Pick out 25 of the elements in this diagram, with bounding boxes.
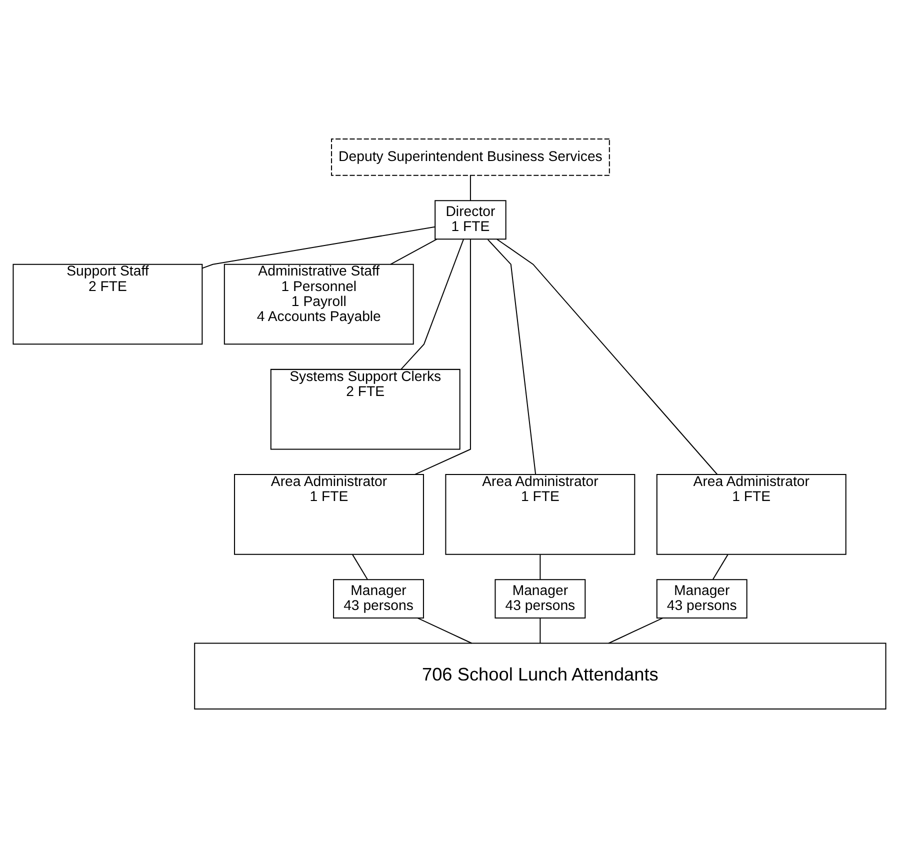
- connector: [352, 554, 368, 580]
- connector: [496, 238, 718, 475]
- connector: [414, 239, 470, 475]
- connector: [202, 226, 434, 269]
- node-box: Deputy Superintendent Business Services: [330, 138, 610, 176]
- node-box: Area Administrator 1 FTE: [444, 474, 635, 555]
- connector: [390, 238, 437, 265]
- connector: [712, 554, 728, 580]
- node-box: Systems Support Clerks 2 FTE: [270, 368, 460, 450]
- node-box: Area Administrator 1 FTE: [656, 474, 846, 555]
- node-box: Manager 43 persons: [332, 579, 424, 619]
- connector: [416, 618, 472, 644]
- node-box: Manager 43 persons: [494, 579, 586, 619]
- node-box: Administrative Staff 1 Personnel 1 Payroll 4 Accounts Payable: [223, 264, 414, 345]
- connector: [486, 239, 536, 475]
- connector: [400, 238, 464, 370]
- connector: [608, 618, 662, 644]
- node-box: Manager 43 persons: [656, 579, 747, 619]
- node-box: 706 School Lunch Attendants: [194, 642, 886, 710]
- connector: [469, 175, 470, 201]
- connector: [539, 618, 540, 644]
- node-box: Director 1 FTE: [434, 200, 506, 240]
- connector: [539, 554, 540, 580]
- node-box: Support Staff 2 FTE: [12, 264, 202, 345]
- node-box: Area Administrator 1 FTE: [234, 474, 424, 555]
